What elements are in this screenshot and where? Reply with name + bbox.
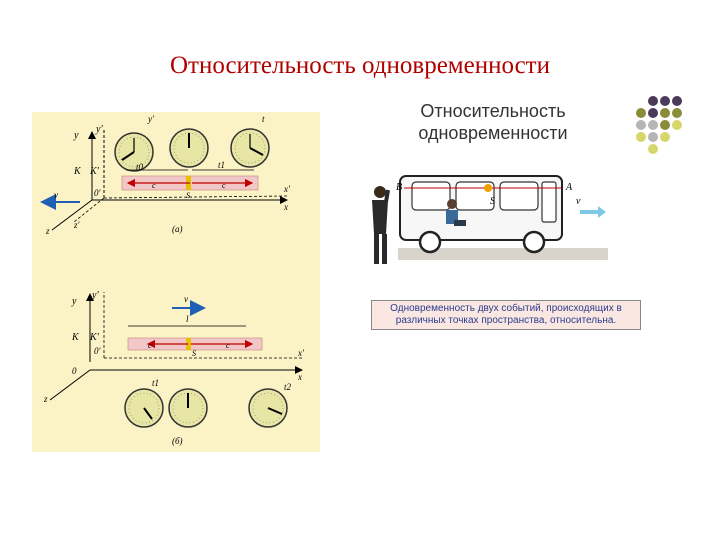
clock-top-middle <box>169 128 209 168</box>
clock-bottom-left <box>124 388 164 428</box>
clock-bottom-right <box>248 388 288 428</box>
clock-top-right <box>230 128 270 168</box>
clock-top-left <box>114 132 154 172</box>
light-c-left-bottom: c <box>148 341 152 350</box>
axis-x-label-bottom: x <box>297 372 302 382</box>
bus-figure-heading: Относительность одновременности <box>418 101 568 143</box>
clock-label-t-top-right: t <box>262 114 265 124</box>
light-c-right-top: c <box>222 181 226 190</box>
axis-z-label-top: z <box>45 226 50 236</box>
axis-x-prime-label-bottom: x' <box>297 348 305 358</box>
length-l-label: l <box>186 314 189 324</box>
source-s-label-bottom: S <box>192 349 196 358</box>
simultaneity-diagram-panel: y y' y' t K K' t0 t1 c c S 0' v x x' z z… <box>32 112 320 452</box>
bus-drawing: B A S v <box>372 175 608 264</box>
axis-y-prime-label-bottom: y' <box>91 290 99 301</box>
origin-o-prime-bottom: 0' <box>94 346 102 356</box>
origin-o-bottom: 0 <box>72 366 77 376</box>
diagram-a-label: (a) <box>172 224 183 234</box>
light-c-right-bottom: c <box>226 341 230 350</box>
axis-y-prime-label-top: y' <box>95 124 103 135</box>
axis-x-label-top: x <box>283 202 288 212</box>
source-s-label-top: S <box>186 191 190 200</box>
axis-y-label-top: y <box>73 130 79 141</box>
velocity-v-label-top: v <box>54 190 58 200</box>
velocity-v-label-bottom: v <box>184 294 188 304</box>
t1-label: t1 <box>218 160 225 170</box>
frame-k-prime-label-top: K' <box>89 166 100 177</box>
axis-z-prime-label-top: z' <box>73 220 81 230</box>
frame-k-prime-label-bottom: K' <box>89 332 100 343</box>
bus-caption: Одновременность двух событий, происходящ… <box>371 300 641 330</box>
origin-o-prime-top: 0' <box>94 188 102 198</box>
clock-bottom-middle <box>168 388 208 428</box>
simultaneity-diagram: y y' y' t K K' t0 t1 c c S 0' v x x' z z… <box>40 114 305 446</box>
frame-k-label-top: K <box>73 166 82 177</box>
diagram-b-label: (б) <box>172 436 183 446</box>
source-s-label-bus: S <box>490 196 495 207</box>
frame-k-label-bottom: K <box>71 332 80 343</box>
bus-illustration: B A S v <box>358 160 610 275</box>
point-b-label: B <box>396 182 402 193</box>
axis-x-prime-label-top: x' <box>283 184 291 194</box>
t0-label: t0 <box>136 162 144 172</box>
clock-label-y-prime: y' <box>147 114 155 124</box>
t1-label-bottom: t1 <box>152 378 159 388</box>
axis-y-label-bottom: y <box>71 296 77 307</box>
axis-z-label-bottom: z <box>43 394 48 404</box>
slide-title: Относительность одновременности <box>169 52 550 79</box>
point-a-label: A <box>565 182 573 193</box>
light-c-left-top: c <box>152 181 156 190</box>
velocity-v-label-bus: v <box>576 196 581 207</box>
t2-label-bottom: t2 <box>284 382 292 392</box>
